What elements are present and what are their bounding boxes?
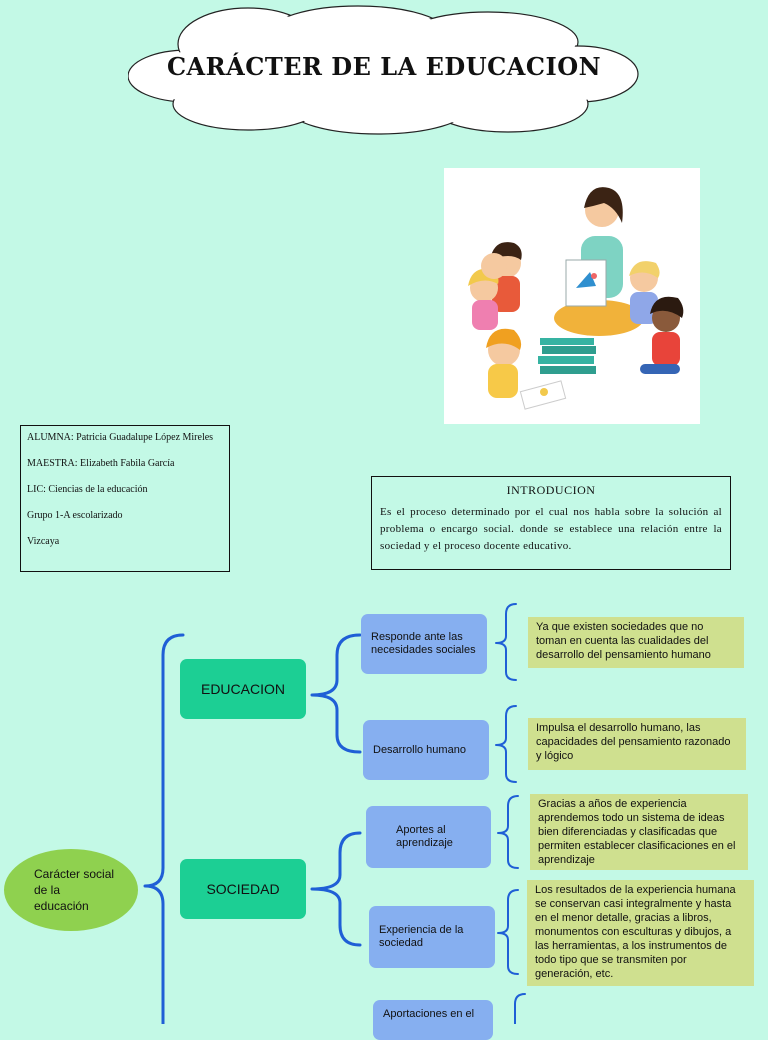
- student-info-box: ALUMNA: Patricia Guadalupe López Mireles…: [20, 425, 230, 572]
- subnode-aportes-aprendizaje: Aportes al aprendizaje: [366, 806, 491, 868]
- note-aportes-aprendizaje: Gracias a años de experiencia aprendemos…: [530, 794, 748, 870]
- note-brace-3: [497, 795, 519, 869]
- root-node: Carácter social de la educación: [4, 849, 138, 931]
- note-brace-1: [495, 603, 517, 681]
- note-necesidades-sociales: Ya que existen sociedades que no toman e…: [528, 617, 744, 668]
- subnode-experiencia-sociedad: Experiencia de la sociedad: [369, 906, 495, 968]
- branch-sociedad: SOCIEDAD: [180, 859, 306, 919]
- subnode-necesidades-sociales: Responde ante las necesidades sociales: [361, 614, 487, 674]
- note-brace-5: [514, 993, 526, 1024]
- subnode-aportaciones: Aportaciones en el: [373, 1000, 493, 1040]
- subnode-desarrollo-humano: Desarrollo humano: [363, 720, 489, 780]
- note-brace-2: [495, 705, 517, 783]
- note-desarrollo-humano: Impulsa el desarrollo humano, las capaci…: [528, 718, 746, 770]
- educacion-brace: [310, 633, 362, 754]
- degree: LIC: Ciencias de la educación: [27, 484, 148, 495]
- teacher-children-illustration: [444, 168, 700, 424]
- branch-educacion: EDUCACION: [180, 659, 306, 719]
- page-title: CARÁCTER DE LA EDUCACION: [166, 52, 602, 81]
- title-cloud: [128, 5, 639, 135]
- introduction-text: Es el proceso determinado por el cual no…: [380, 506, 722, 552]
- sociedad-brace: [310, 831, 362, 947]
- note-brace-4: [497, 889, 519, 975]
- introduction-title: INTRODUCION: [506, 483, 596, 497]
- group: Grupo 1-A escolarizado: [27, 510, 123, 521]
- location: Vizcaya: [27, 536, 60, 547]
- note-experiencia-sociedad: Los resultados de la experiencia humana …: [527, 880, 754, 986]
- root-brace: [143, 633, 185, 1024]
- introduction-box: INTRODUCION Es el proceso determinado po…: [371, 476, 731, 570]
- student-name: ALUMNA: Patricia Guadalupe López Mireles: [27, 432, 214, 443]
- teacher-name: MAESTRA: Elizabeth Fabila García: [27, 458, 175, 469]
